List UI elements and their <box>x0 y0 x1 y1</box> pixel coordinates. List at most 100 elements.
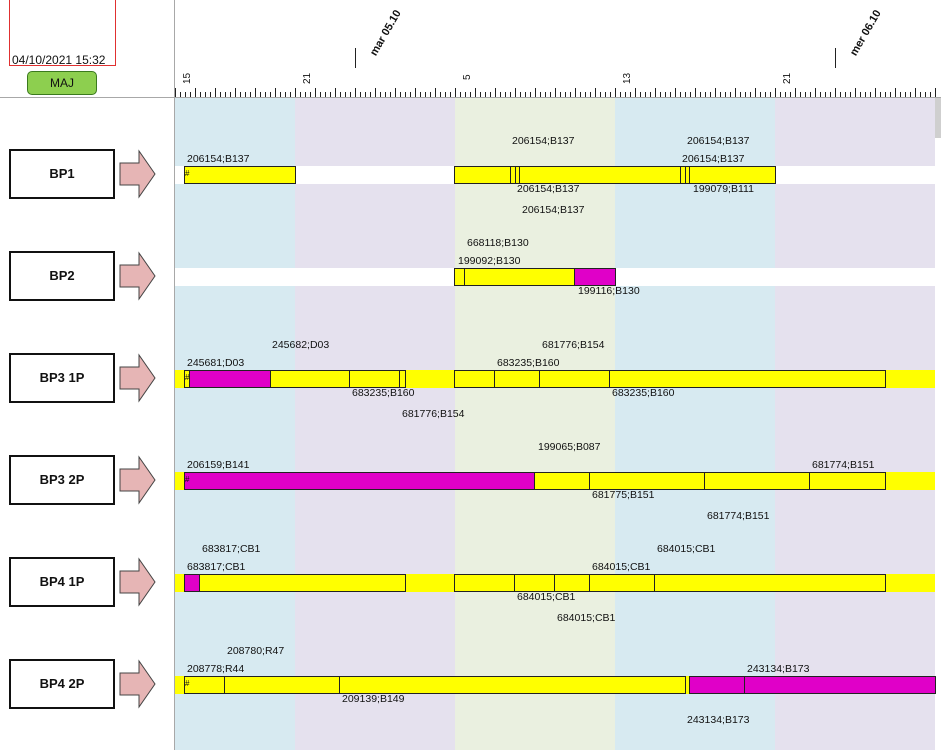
divider-vertical <box>174 0 175 750</box>
task-divider <box>685 676 686 694</box>
ruler-tick <box>730 92 731 97</box>
task-annotation: 199092;B130 <box>458 255 521 267</box>
ruler-tick <box>280 92 281 97</box>
ruler-tick <box>695 88 696 97</box>
hash-icon: # <box>185 475 190 484</box>
ruler-tick <box>815 88 816 97</box>
arrow-right-icon <box>119 149 156 199</box>
arrow-right-icon <box>119 353 156 403</box>
task-divider <box>514 574 515 592</box>
task-bar[interactable] <box>534 472 886 490</box>
ruler-tick <box>200 92 201 97</box>
ruler-tick <box>255 88 256 97</box>
ruler-tick <box>800 92 801 97</box>
ruler-tick <box>885 92 886 97</box>
ruler-tick <box>895 88 896 97</box>
ruler-tick <box>790 92 791 97</box>
task-annotation: 199065;B087 <box>538 441 601 453</box>
ruler-tick <box>725 92 726 97</box>
ruler-tick <box>520 92 521 97</box>
ruler-tick <box>310 92 311 97</box>
task-bar[interactable] <box>199 574 406 592</box>
ruler-tick <box>295 88 296 97</box>
hour-label: 21 <box>302 72 313 84</box>
task-bar[interactable] <box>454 574 886 592</box>
hour-label: 21 <box>782 72 793 84</box>
task-annotation: 206154;B137 <box>517 183 580 195</box>
ruler-tick <box>915 88 916 97</box>
task-bar[interactable]: # <box>184 472 536 490</box>
ruler-tick <box>700 92 701 97</box>
ruler-tick <box>875 88 876 97</box>
task-bar[interactable]: # <box>184 676 686 694</box>
ruler-tick <box>610 92 611 97</box>
ruler-tick <box>590 92 591 97</box>
ruler-tick <box>455 88 456 97</box>
task-bar[interactable] <box>454 268 576 286</box>
row-label-bp3-2p[interactable]: BP3 2P <box>9 455 115 505</box>
ruler-tick <box>835 88 836 97</box>
task-annotation: 681775;B151 <box>592 489 655 501</box>
row-label-bp2[interactable]: BP2 <box>9 251 115 301</box>
arrow-right-icon <box>119 455 156 505</box>
time-band-2 <box>295 98 455 750</box>
row-label-bp4-2p[interactable]: BP4 2P <box>9 659 115 709</box>
task-bar[interactable] <box>189 370 271 388</box>
task-bar[interactable] <box>574 268 616 286</box>
ruler-tick <box>680 92 681 97</box>
task-bar[interactable] <box>454 166 776 184</box>
ruler-tick <box>220 92 221 97</box>
ruler-tick <box>625 92 626 97</box>
task-divider <box>589 472 590 490</box>
task-bar[interactable] <box>689 676 936 694</box>
time-band-4 <box>615 98 775 750</box>
row-label-bp3-1p[interactable]: BP3 1P <box>9 353 115 403</box>
hash-icon: # <box>185 169 190 178</box>
task-divider <box>515 166 516 184</box>
ruler-tick <box>180 92 181 97</box>
hash-icon: # <box>185 679 190 688</box>
ruler-tick <box>920 92 921 97</box>
ruler-tick <box>825 92 826 97</box>
task-annotation: 206159;B141 <box>187 459 250 471</box>
ruler-tick <box>320 92 321 97</box>
task-annotation: 684015;CB1 <box>592 561 651 573</box>
refresh-button[interactable]: MAJ <box>27 71 97 95</box>
ruler-tick <box>185 92 186 97</box>
ruler-tick <box>620 92 621 97</box>
hash-icon: # <box>185 373 190 382</box>
ruler-tick <box>535 88 536 97</box>
ruler-tick <box>925 92 926 97</box>
ruler-tick <box>595 88 596 97</box>
task-divider <box>689 166 690 184</box>
day-marker-wednesday <box>835 48 836 68</box>
row-label-bp1[interactable]: BP1 <box>9 149 115 199</box>
ruler-tick <box>905 92 906 97</box>
ruler-tick <box>490 92 491 97</box>
ruler-tick <box>415 88 416 97</box>
ruler-tick <box>740 92 741 97</box>
ruler-tick <box>845 92 846 97</box>
ruler-tick <box>245 92 246 97</box>
ruler-tick <box>780 92 781 97</box>
ruler-tick <box>550 92 551 97</box>
ruler-tick <box>390 92 391 97</box>
ruler-tick <box>355 88 356 97</box>
ruler-tick <box>515 88 516 97</box>
day-label-wednesday: mer 06.10 <box>848 8 884 58</box>
task-annotation: 681774;B151 <box>812 459 875 471</box>
row-label-bp4-1p[interactable]: BP4 1P <box>9 557 115 607</box>
ruler-tick <box>580 92 581 97</box>
task-annotation: 199116;B130 <box>578 285 640 297</box>
ruler-tick <box>545 92 546 97</box>
time-band-5 <box>775 98 935 750</box>
task-divider <box>464 268 465 286</box>
task-bar[interactable]: # <box>184 166 296 184</box>
task-annotation: 206154;B137 <box>522 204 585 216</box>
ruler-tick <box>830 92 831 97</box>
scrollbar[interactable] <box>935 98 941 138</box>
ruler-tick <box>710 92 711 97</box>
ruler-tick <box>175 88 176 97</box>
ruler-tick <box>630 92 631 97</box>
task-bar[interactable] <box>454 370 886 388</box>
